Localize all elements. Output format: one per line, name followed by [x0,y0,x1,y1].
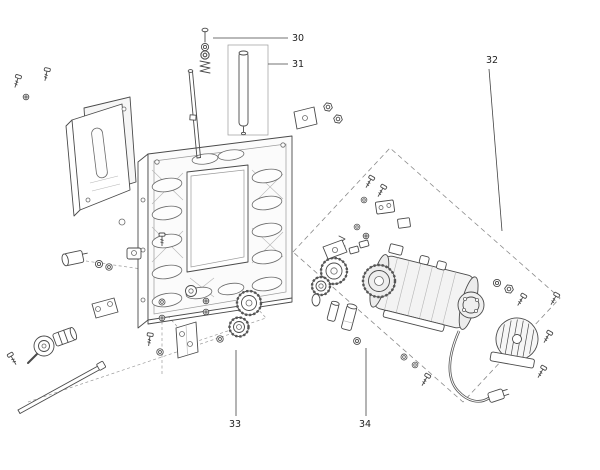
callout-leaders [213,37,503,416]
fastener-stack-30 [199,27,211,74]
guide-rod [187,69,201,159]
callout-31-label: 31 [292,59,304,70]
callout-33-label: 33 [229,419,241,430]
main-frame [118,135,293,329]
plug [487,388,510,403]
motor-assembly [310,174,528,345]
callout-30-label: 30 [292,33,304,44]
callout-34-label: 34 [359,419,371,430]
left-slotted-plate [65,96,137,217]
gear-cluster-33 [175,289,263,359]
power-cord [448,330,510,403]
upper-bracket-and-nuts [293,102,344,130]
top-left-fasteners [11,66,52,101]
left-small-parts [6,232,166,414]
cylinder-31 [227,44,269,136]
callout-32-label: 32 [486,55,498,66]
fan-housing [489,317,539,369]
